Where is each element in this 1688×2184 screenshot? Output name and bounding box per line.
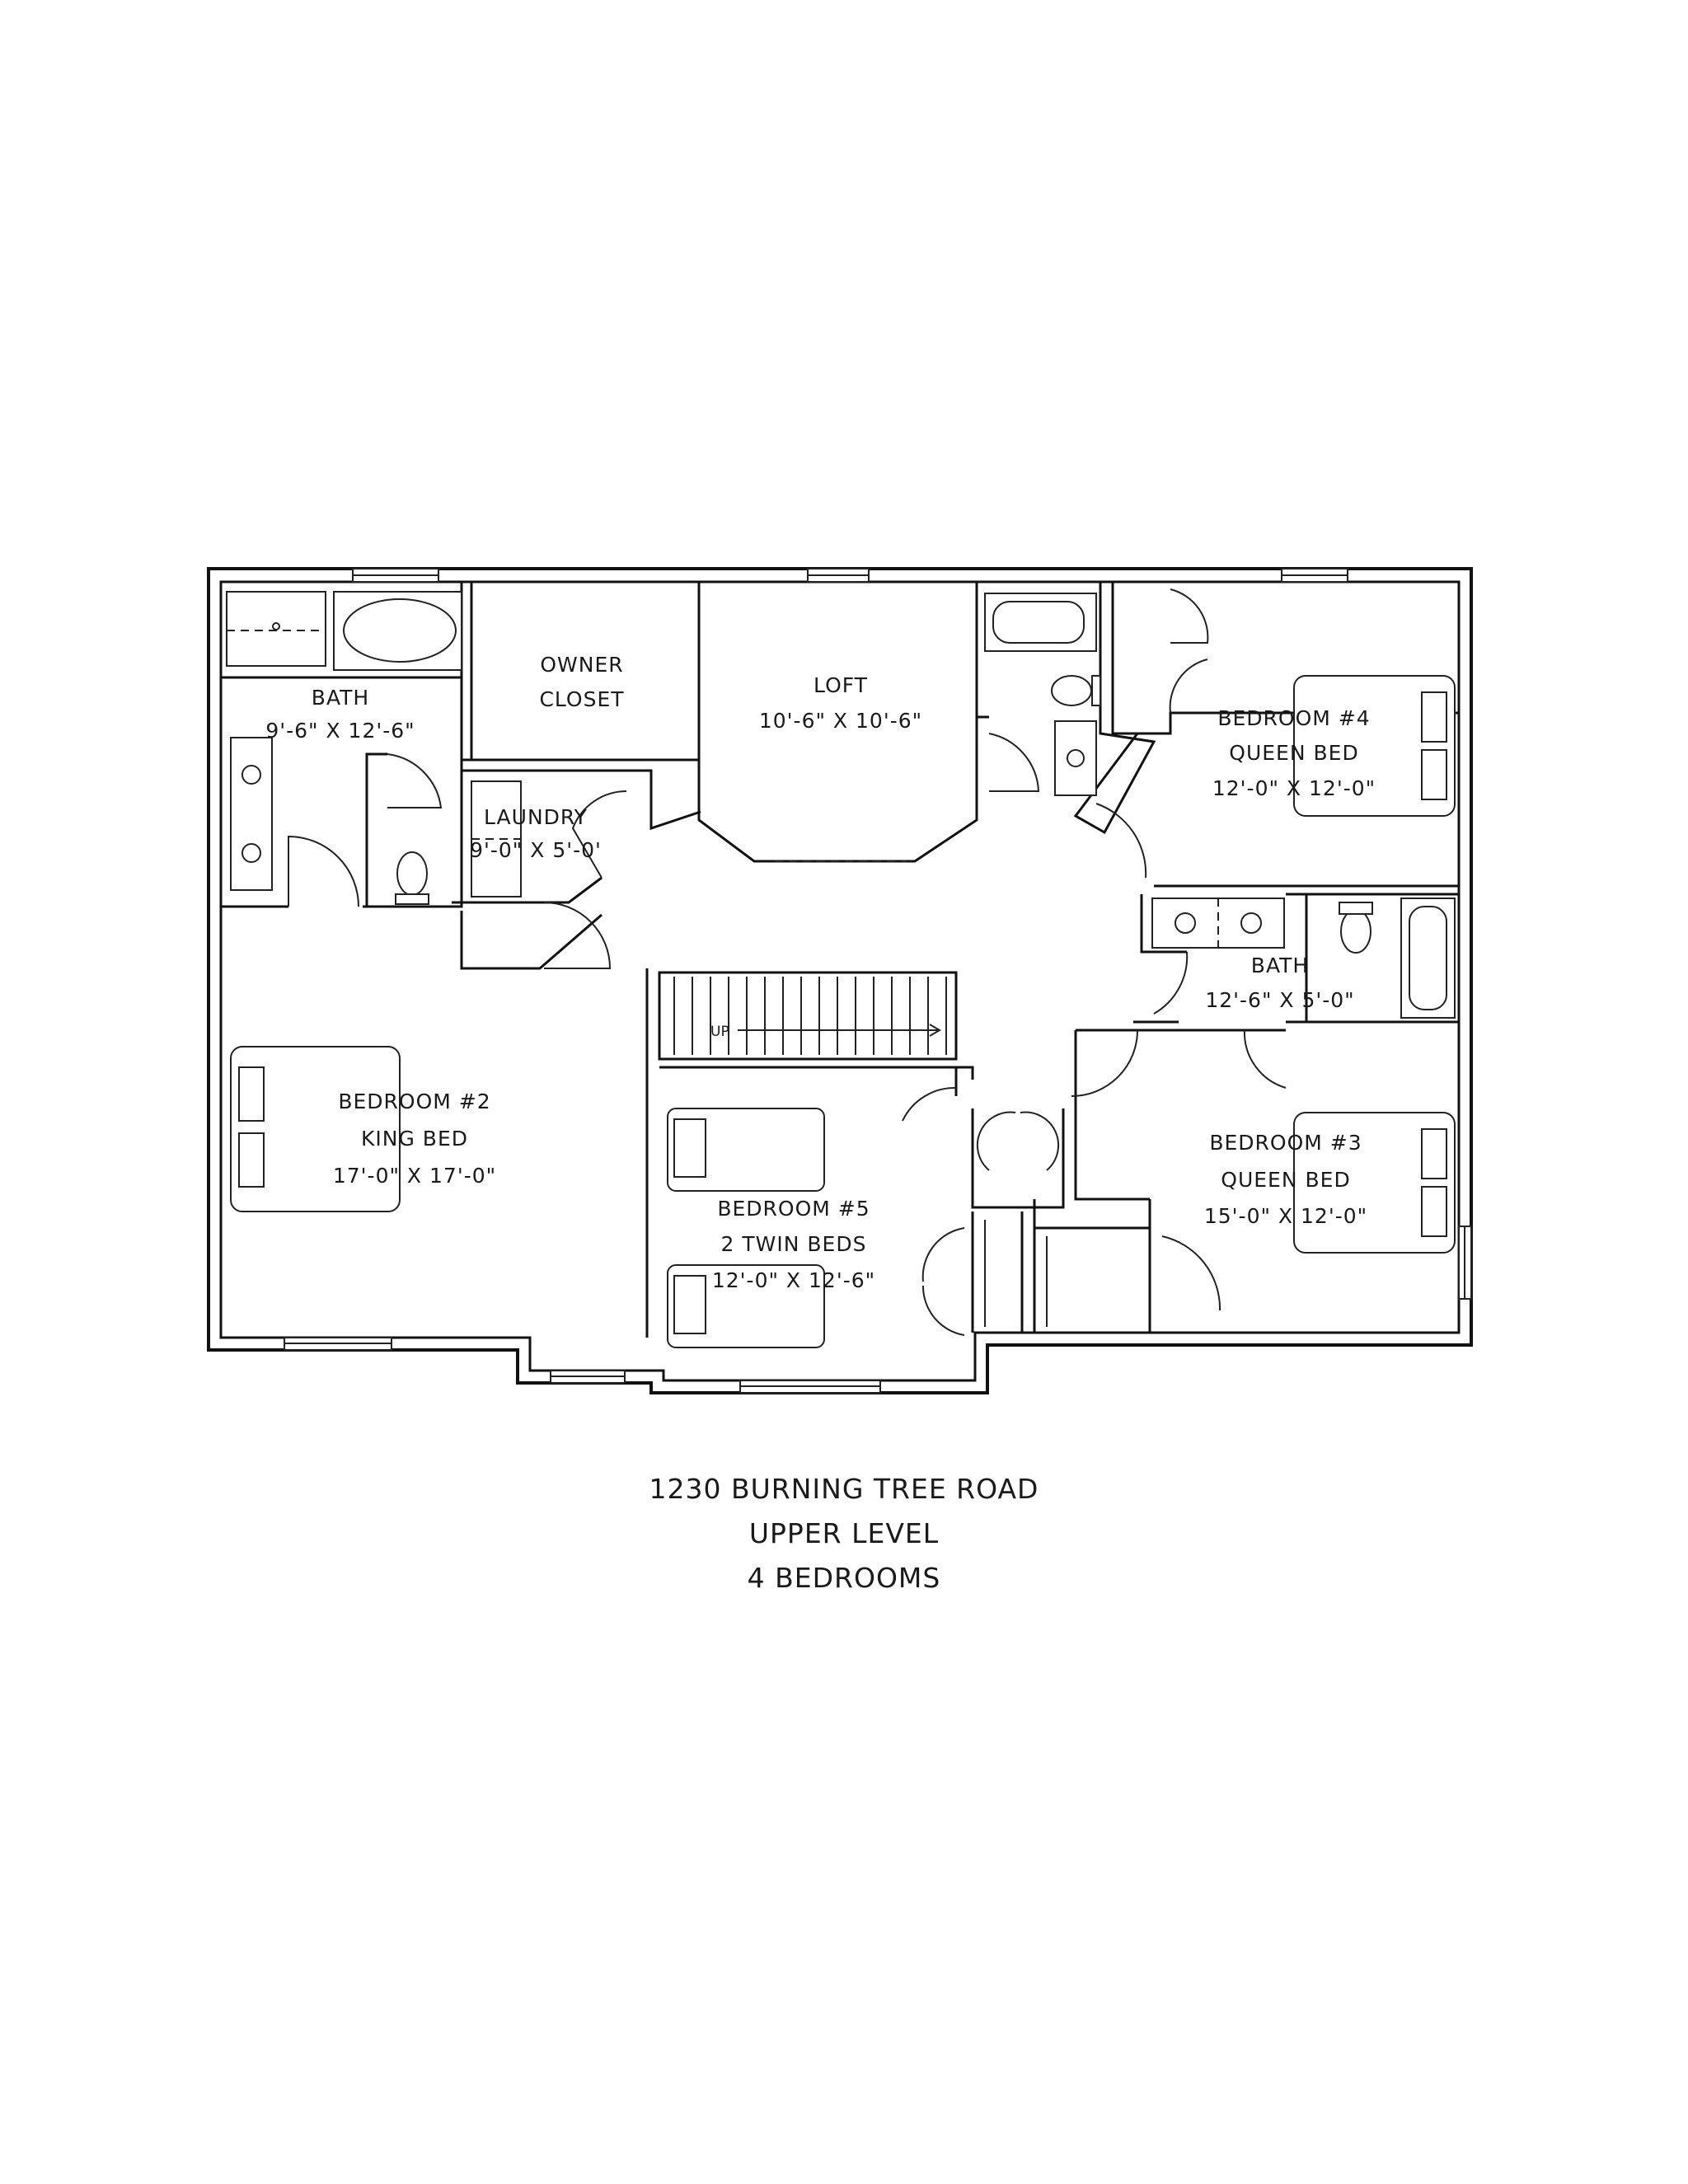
- bedroom3-name: BEDROOM #3: [1209, 1131, 1362, 1155]
- plan-caption: 1230 BURNING TREE ROAD UPPER LEVEL 4 BED…: [0, 1467, 1688, 1601]
- bedroom2-name: BEDROOM #2: [338, 1090, 490, 1113]
- stairs-up-label: UP: [710, 1024, 729, 1040]
- twin-bed-1: [667, 1108, 825, 1192]
- sink-2: [1054, 720, 1097, 796]
- bedroom4-size: 12'-0" X 12'-0": [1212, 776, 1376, 800]
- bedroom4-bed: QUEEN BED: [1229, 741, 1358, 765]
- bedroom5-size: 12'-0" X 12'-6": [712, 1268, 875, 1292]
- bedroom5-name: BEDROOM #5: [717, 1197, 870, 1221]
- bath-owner-size: 9'-6" X 12'-6": [265, 719, 415, 743]
- tub: [333, 591, 462, 671]
- laundry-size: 9'-0" X 5'-0': [470, 838, 602, 862]
- toilet-3: [1340, 909, 1372, 954]
- toilet: [396, 851, 428, 896]
- room-labels: BATH 9'-6" X 12'-6" OWNER CLOSET LOFT 10…: [265, 653, 1376, 1292]
- bed-bedroom3: [1293, 1112, 1456, 1254]
- bedroom3-bed: QUEEN BED: [1221, 1168, 1350, 1192]
- owner-closet-line1: OWNER: [540, 653, 623, 677]
- interior-walls: [221, 582, 1459, 1338]
- toilet-2: [1051, 675, 1092, 706]
- loft-name: LOFT: [814, 673, 868, 697]
- owner-closet-line2: CLOSET: [539, 687, 624, 711]
- twin-bed-2: [667, 1264, 825, 1348]
- bedroom4-name: BEDROOM #4: [1217, 706, 1370, 730]
- stair-treads: [673, 977, 947, 1055]
- bedroom2-bed: KING BED: [361, 1127, 468, 1151]
- stairs-arrow: [738, 1024, 941, 1037]
- bed-bedroom2: [230, 1046, 401, 1212]
- bath-owner-name: BATH: [312, 686, 369, 710]
- loft-size: 10'-6" X 10'-6": [759, 709, 922, 733]
- bedroom2-size: 17'-0" X 17'-0": [333, 1164, 496, 1188]
- bedroom5-bed: 2 TWIN BEDS: [721, 1232, 867, 1256]
- door-swings: [288, 588, 1287, 1336]
- laundry-name: LAUNDRY: [484, 805, 588, 829]
- bath-hall-size: 12'-6" X 5'-0": [1205, 988, 1354, 1012]
- exterior-walls: [207, 567, 1473, 1394]
- fixtures: [226, 591, 1456, 1348]
- bed-bedroom4: [1293, 675, 1456, 817]
- bath-hall-name: BATH: [1251, 954, 1309, 977]
- windows: [284, 568, 1472, 1394]
- caption-bedrooms: 4 BEDROOMS: [747, 1562, 941, 1594]
- bedroom3-size: 15'-0" X 12'-0": [1204, 1204, 1367, 1228]
- vanity: [230, 737, 273, 891]
- caption-address: 1230 BURNING TREE ROAD: [649, 1473, 1039, 1505]
- caption-level: UPPER LEVEL: [748, 1517, 940, 1549]
